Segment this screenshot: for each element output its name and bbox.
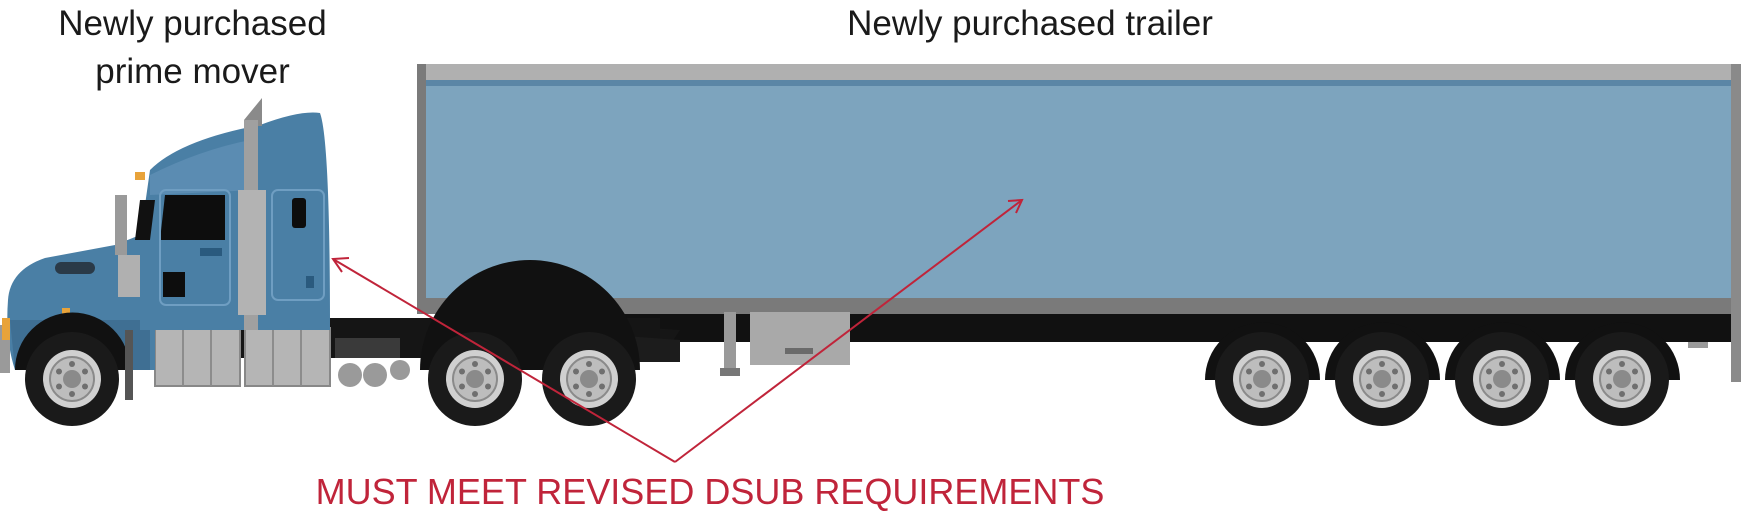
prime-mover-label-line1: Newly purchased: [58, 4, 327, 43]
truck-prime-mover-icon: [0, 98, 680, 427]
callout-arrow-icon: [331, 198, 1024, 463]
prime-mover-label: Newly purchased prime mover: [30, 0, 355, 96]
prime-mover-label-line2: prime mover: [95, 52, 290, 91]
requirement-callout-text: MUST MEET REVISED DSUB REQUIREMENTS: [315, 471, 1105, 512]
trailer-label: Newly purchased trailer: [847, 4, 1213, 43]
semi-trailer-icon: [417, 64, 1741, 427]
